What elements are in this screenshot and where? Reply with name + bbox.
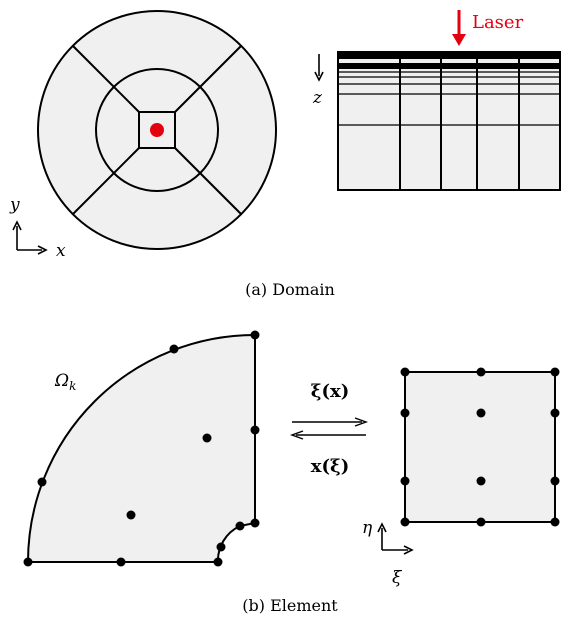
omega-label: Ωk [54, 371, 76, 393]
node [400, 517, 410, 527]
node [235, 521, 245, 531]
axis-eta-label: η [362, 518, 373, 538]
node [37, 477, 47, 487]
map-backward-label: x(ξ) [311, 456, 349, 477]
node [116, 557, 126, 567]
mapping-arrows: ξ(x) x(ξ) [289, 381, 369, 477]
caption-b: (b) Element [242, 596, 338, 615]
radial-line-ne [174, 45, 242, 113]
y-arrow-head [12, 220, 22, 231]
axis-y-label: y [9, 195, 20, 215]
map-forward-label: ξ(x) [311, 381, 349, 402]
radial-line-se [174, 147, 242, 215]
circular-mesh [37, 10, 277, 250]
laser-spot [150, 123, 164, 137]
laser-arrow-head [452, 34, 466, 46]
node [23, 557, 33, 567]
node [250, 518, 260, 528]
xi-arrow-head [403, 545, 414, 555]
radial-line-sw [72, 147, 140, 215]
node [476, 476, 486, 486]
omega-subscript: k [69, 379, 76, 393]
xy-axes: y x [9, 195, 66, 261]
inner-circle [95, 68, 219, 192]
element-nodes [23, 330, 260, 567]
depth-arrow-head [314, 71, 324, 82]
depth-label: z [312, 88, 323, 108]
node [216, 542, 226, 552]
laser-arrow: Laser [452, 10, 524, 46]
eta-arrow-head [377, 522, 387, 533]
node [400, 367, 410, 377]
node [126, 510, 136, 520]
node [213, 557, 223, 567]
cross-section-mesh [337, 51, 561, 191]
cross-section-outline [337, 51, 561, 191]
node [550, 367, 560, 377]
node [550, 476, 560, 486]
reference-element [400, 367, 560, 527]
node [202, 433, 212, 443]
reference-square [404, 371, 556, 523]
reference-nodes [400, 367, 560, 527]
axis-x-label: x [56, 241, 66, 261]
radial-line-nw [72, 45, 140, 113]
node [250, 330, 260, 340]
xi-eta-axes: η ξ [362, 518, 414, 588]
node [476, 517, 486, 527]
node [476, 367, 486, 377]
node [476, 408, 486, 418]
node [550, 408, 560, 418]
node [250, 425, 260, 435]
axis-xi-label: ξ [392, 568, 403, 588]
omega-symbol: Ω [54, 371, 69, 391]
laser-label: Laser [472, 12, 524, 33]
depth-arrow: z [312, 54, 324, 108]
node [400, 408, 410, 418]
curved-quarter-element [26, 333, 256, 563]
surface-layer-1 [338, 52, 560, 59]
node [400, 476, 410, 486]
forward-arrow-head [354, 417, 369, 427]
physical-element: Ωk [23, 330, 260, 567]
backward-arrow-head [289, 430, 304, 440]
node [550, 517, 560, 527]
caption-a: (a) Domain [245, 280, 335, 299]
x-arrow-head [37, 245, 48, 255]
surface-layer-2 [338, 63, 560, 69]
node [169, 344, 179, 354]
